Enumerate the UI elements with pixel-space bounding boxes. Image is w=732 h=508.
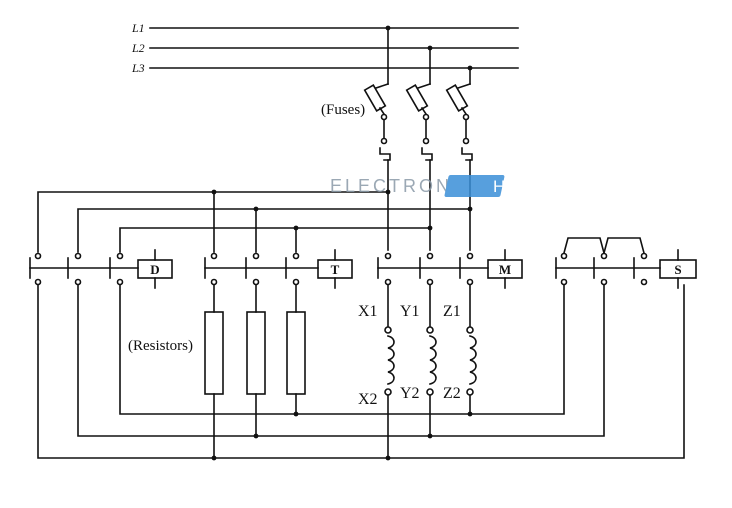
watermark-badge <box>444 175 505 197</box>
supply-drops <box>387 27 471 85</box>
contactor-m <box>377 249 523 289</box>
watermark-text-right: HUB <box>493 177 538 196</box>
fuse-3-icon <box>445 82 472 121</box>
line-label-l1: L1 <box>131 21 145 35</box>
m-feeders <box>387 159 471 251</box>
fuses-label: (Fuses) <box>321 102 365 118</box>
overload-contacts <box>379 119 473 161</box>
resistor-bank <box>204 284 306 459</box>
contactor-t <box>204 249 353 289</box>
contactor-d <box>29 249 173 289</box>
winding-label-y2: Y2 <box>400 385 420 402</box>
contactor-s-label: S <box>674 262 681 277</box>
resistors-label: (Resistors) <box>128 338 193 354</box>
lower-bus <box>37 284 685 459</box>
winding-label-z1: Z1 <box>443 303 461 320</box>
motor-windings <box>384 284 477 459</box>
contactor-s <box>555 237 697 289</box>
winding-label-x2: X2 <box>358 391 378 408</box>
fuse-1-icon <box>363 82 390 121</box>
junction-dots <box>211 25 473 461</box>
contactor-t-label: T <box>331 262 340 277</box>
line-label-l2: L2 <box>131 41 145 55</box>
line-label-l3: L3 <box>131 61 145 75</box>
winding-label-x1: X1 <box>358 303 378 320</box>
winding-label-y1: Y1 <box>400 303 420 320</box>
watermark: ELECTRONICS HUB <box>330 175 538 197</box>
contactor-m-label: M <box>499 262 511 277</box>
winding-label-z2: Z2 <box>443 385 461 402</box>
upper-bus <box>37 191 471 253</box>
fuse-2-icon <box>405 82 432 121</box>
contactor-d-label: D <box>150 262 159 277</box>
supply-lines <box>149 27 519 69</box>
